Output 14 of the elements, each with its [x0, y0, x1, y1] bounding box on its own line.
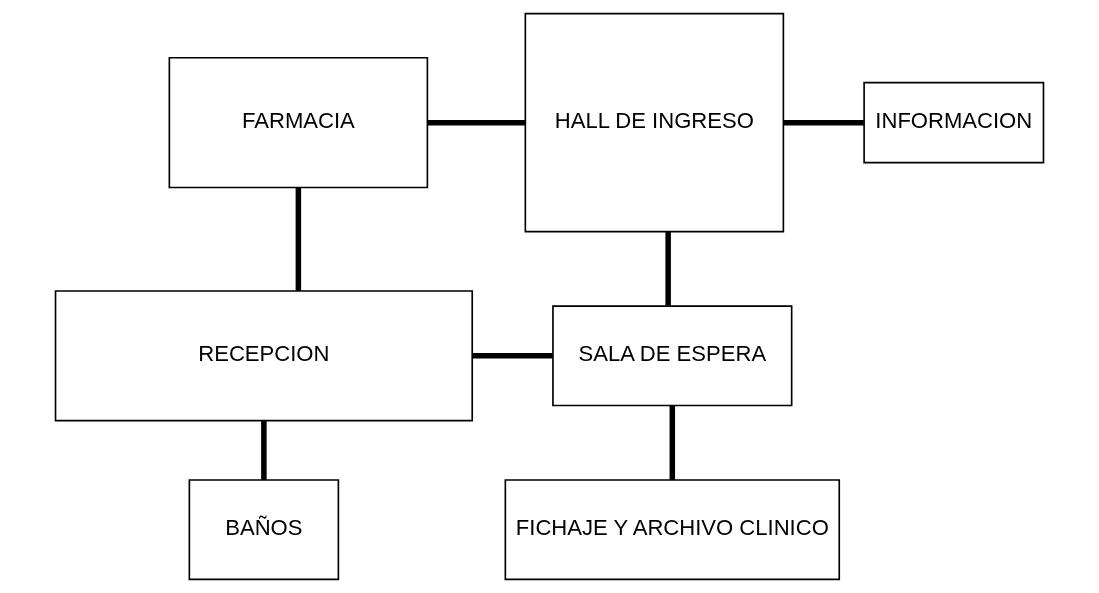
- node-box: FICHAJE Y ARCHIVO CLINICO: [504, 479, 841, 581]
- node-box: HALL DE INGRESO: [524, 12, 785, 233]
- node-box: SALA DE ESPERA: [552, 305, 793, 407]
- connector: [669, 405, 676, 480]
- connector: [427, 119, 526, 126]
- connector: [665, 231, 671, 306]
- node-box: INFORMACION: [863, 81, 1045, 164]
- connector: [261, 421, 267, 480]
- connector: [295, 187, 302, 291]
- node-box: BAÑOS: [188, 479, 340, 581]
- node-box: FARMACIA: [168, 56, 429, 189]
- connector: [783, 119, 864, 126]
- connector: [472, 353, 553, 359]
- node-box: RECEPCION: [54, 290, 474, 422]
